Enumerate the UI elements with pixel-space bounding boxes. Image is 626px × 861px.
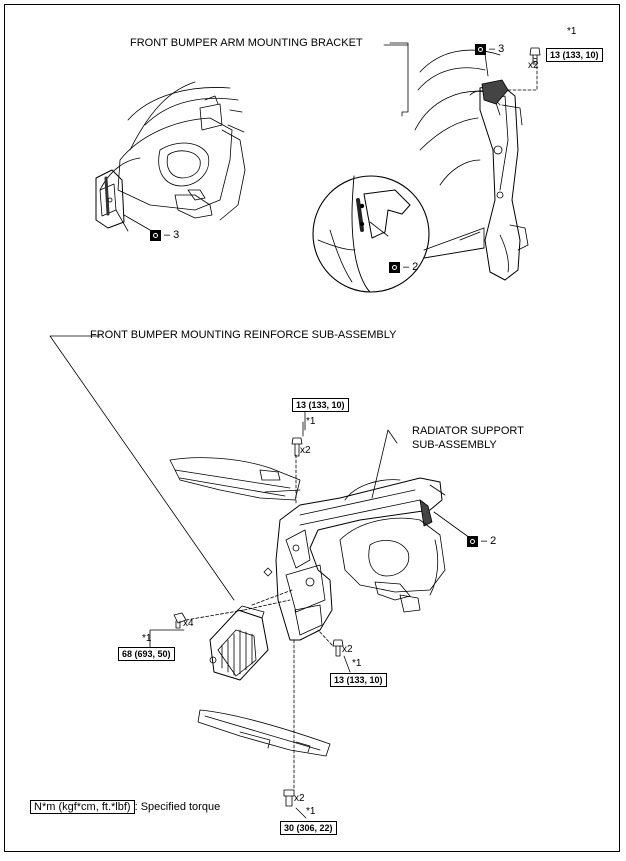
sealer-number: – 3 xyxy=(164,229,180,241)
main-exploded-view xyxy=(49,335,471,819)
sealer-symbol-top-left: – 3 xyxy=(150,229,179,242)
reinforce-label: FRONT BUMPER MOUNTING REINFORCE SUB-ASSE… xyxy=(90,329,397,341)
radiator-label-line1: RADIATOR SUPPORT xyxy=(412,425,524,437)
sealer-number: – 2 xyxy=(403,261,419,273)
torque-box-bottom: 30 (306, 22) xyxy=(280,821,337,835)
top-left-view xyxy=(95,81,246,231)
sealer-square-icon xyxy=(475,44,486,55)
radiator-label-line2: SUB-ASSEMBLY xyxy=(412,439,497,451)
torque-box-right-bolt: 13 (133, 10) xyxy=(330,673,387,687)
legend-text: : Specified torque xyxy=(134,801,221,813)
torque-box-left-bolt: 68 (693, 50) xyxy=(118,647,175,661)
star-mark: *1 xyxy=(567,26,577,37)
top-right-view xyxy=(312,47,541,293)
sealer-number: – 3 xyxy=(489,43,505,55)
quantity-mark: x2 xyxy=(294,793,305,804)
quantity-mark: x2 xyxy=(528,60,539,71)
star-mark: *1 xyxy=(142,633,152,644)
sealer-symbol-zoom: – 2 xyxy=(389,261,418,274)
sealer-symbol-top-right: – 3 xyxy=(475,43,504,56)
sealer-square-icon xyxy=(467,536,478,547)
sealer-symbol-radiator: – 2 xyxy=(467,535,496,548)
sealer-square-icon xyxy=(389,262,400,273)
star-mark: *1 xyxy=(352,658,362,669)
torque-box-top-right: 13 (133, 10) xyxy=(546,48,603,62)
torque-box-mid-top: 13 (133, 10) xyxy=(292,398,349,412)
sealer-square-icon xyxy=(150,230,161,241)
star-mark: *1 xyxy=(306,806,316,817)
quantity-mark: x2 xyxy=(342,644,353,655)
bracket-label: FRONT BUMPER ARM MOUNTING BRACKET xyxy=(130,37,363,49)
quantity-mark: x2 xyxy=(300,445,311,456)
legend-box: N*m (kgf*cm, ft.*lbf) xyxy=(30,800,135,814)
quantity-mark: x4 xyxy=(183,618,194,629)
star-mark: *1 xyxy=(306,416,316,427)
sealer-number: – 2 xyxy=(481,535,497,547)
torque-legend: N*m (kgf*cm, ft.*lbf): Specified torque xyxy=(30,800,221,814)
